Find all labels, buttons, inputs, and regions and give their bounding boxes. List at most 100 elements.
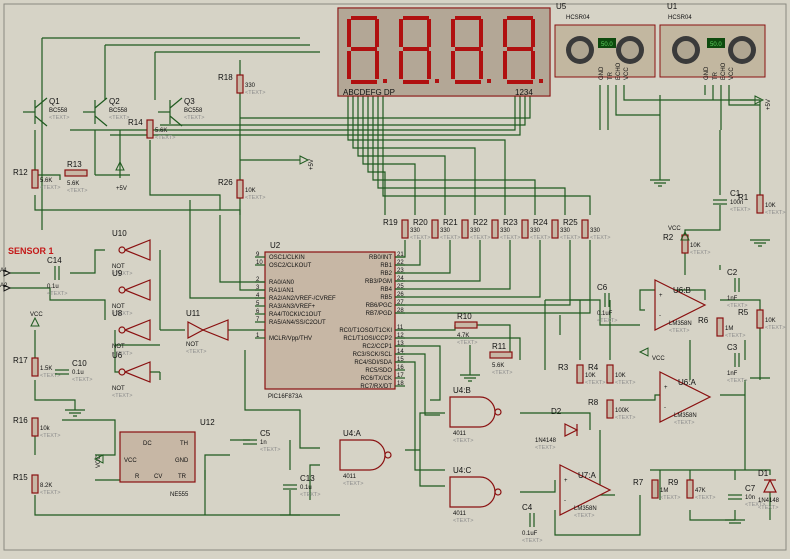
mcu-pin-number: 15 <box>397 357 404 363</box>
gate-placeholder: <TEXT> <box>453 518 473 524</box>
display-digit-1 <box>347 16 387 84</box>
mcu-pin-number: 17 <box>397 373 404 379</box>
resistor-placeholder: <TEXT> <box>40 185 60 191</box>
port-a2[interactable]: A2 <box>0 283 12 292</box>
sonar-u5[interactable]: 50.0 U5 HCSR04 <box>554 2 656 78</box>
capacitor-c4[interactable]: C40.1uF<TEXT> <box>522 503 542 544</box>
display-digit-label: 1234 <box>515 88 533 97</box>
resistor-ref: R15 <box>13 473 28 482</box>
mcu-pin-number: 18 <box>397 381 404 387</box>
capacitor-placeholder: <TEXT> <box>597 318 617 324</box>
rail-vcc-555: VCC <box>93 454 104 468</box>
resistor-placeholder: <TEXT> <box>457 340 477 346</box>
display-digit-4 <box>503 16 543 84</box>
resistor-placeholder: <TEXT> <box>410 235 430 241</box>
resistor-placeholder: <TEXT> <box>492 370 512 376</box>
mcu-pin-name: RA3/AN3/VREF+ <box>269 304 316 310</box>
resistor-value: 330 <box>245 83 256 89</box>
capacitor-value: 0.1u <box>72 370 84 376</box>
timer-u12[interactable]: U12 NE555 VCC DC TH GND R CV TR <box>119 418 215 498</box>
mcu-pin-name: RB4 <box>380 287 392 293</box>
resistor-value: 10K <box>245 188 256 194</box>
capacitor-value: 1nF <box>727 371 738 377</box>
diode-ref: D1 <box>758 469 769 478</box>
transistor-placeholder: <TEXT> <box>109 115 129 121</box>
mcu-pin-number: 13 <box>397 341 404 347</box>
gate-type: NOT <box>112 264 125 270</box>
capacitor-placeholder: <TEXT> <box>727 303 747 309</box>
port-a1[interactable]: A1 <box>0 268 12 277</box>
capacitor-c6[interactable]: C60.1uF<TEXT> <box>597 283 617 324</box>
resistor-placeholder: <TEXT> <box>40 373 60 379</box>
timer-pin-r: R <box>135 474 140 480</box>
mcu-pin-name: RC1/T1OSI/CCP2 <box>343 336 392 342</box>
seven-segment-display[interactable]: ABCDEFG DP 1234 <box>337 7 551 97</box>
capacitor-ref: C2 <box>727 268 738 277</box>
display-digit-3 <box>451 16 491 84</box>
resistor-ref: R25 <box>563 218 578 227</box>
opamp-part: LM358N <box>674 413 697 419</box>
sonar-u1[interactable]: 50.0 U1 HCSR04 <box>659 2 766 78</box>
gate-placeholder: <TEXT> <box>112 393 132 399</box>
transistor-placeholder: <TEXT> <box>49 115 69 121</box>
resistor-value: 1M <box>660 488 668 494</box>
svg-text:+5V: +5V <box>116 186 127 192</box>
resistor-value: 330 <box>500 228 511 234</box>
mcu-pin-number: 10 <box>256 260 263 266</box>
resistor-ref: R17 <box>13 356 28 365</box>
resistor-ref: R20 <box>413 218 428 227</box>
